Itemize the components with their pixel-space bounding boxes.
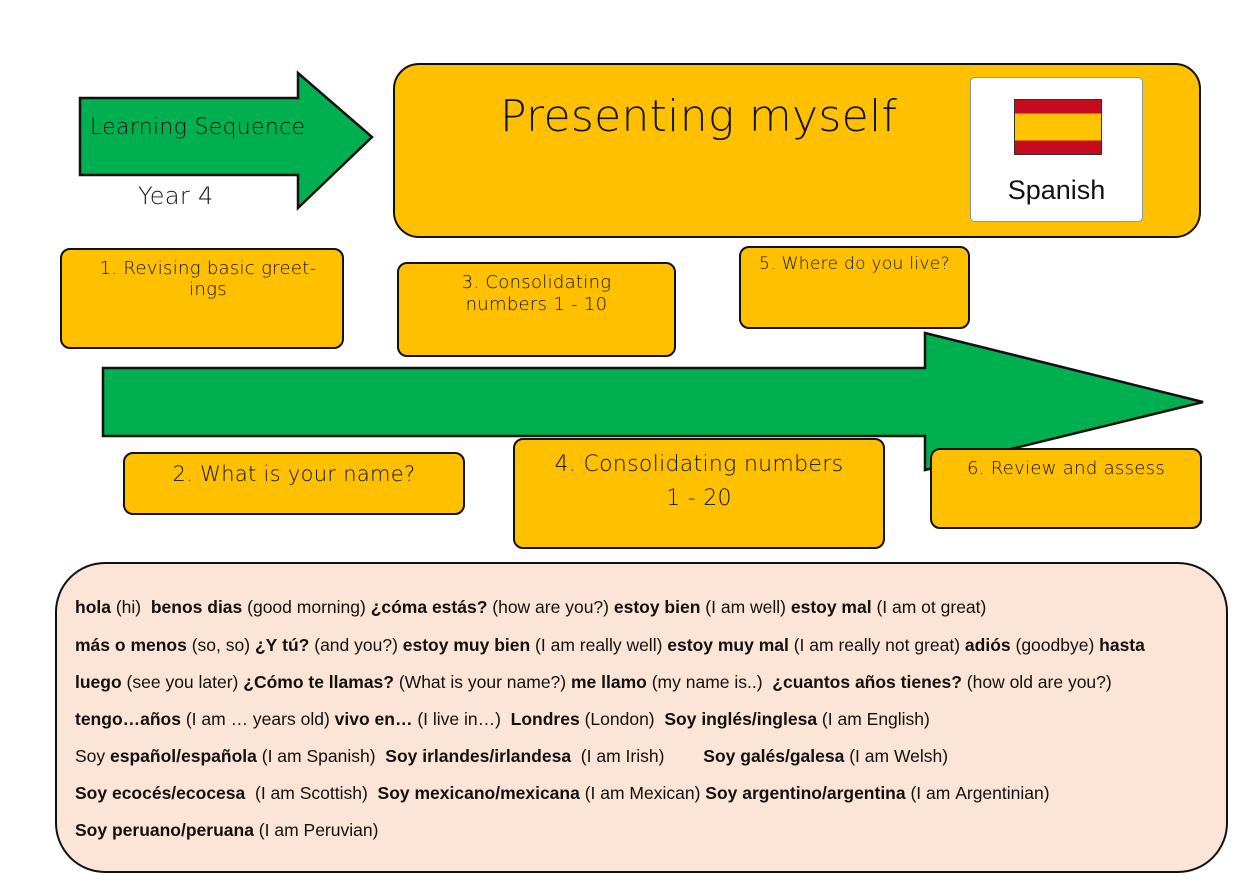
english-translation: (What is your name?) bbox=[393, 672, 571, 692]
english-translation: (I am Welsh) bbox=[844, 746, 949, 766]
vocab-line: Soy español/española (I am Spanish) Soy … bbox=[75, 746, 948, 767]
vocab-line: Soy ecocés/ecocesa (I am Scottish) Soy m… bbox=[75, 783, 1050, 804]
english-translation: (I am really not great) bbox=[788, 635, 965, 655]
arrow-title: Learning Sequence bbox=[90, 115, 306, 140]
spanish-phrase: español/española bbox=[110, 746, 257, 766]
spanish-phrase: Soy peruano/peruana bbox=[75, 820, 254, 840]
english-translation: (how old are you?) bbox=[961, 672, 1112, 692]
vocab-line: tengo…años (I am … years old) vivo en… (… bbox=[75, 709, 930, 730]
english-translation: (how are you?) bbox=[487, 597, 614, 617]
english-translation: (I am Mexican) bbox=[579, 783, 706, 803]
learning-sequence-arrow bbox=[78, 70, 374, 211]
step-5: 5. Where do you live? bbox=[739, 246, 970, 329]
step-4: 4. Consolidating numbers 1 - 20 bbox=[513, 438, 885, 549]
vocab-line: Soy peruano/peruana (I am Peruvian) bbox=[75, 820, 378, 841]
spanish-phrase: Soy inglés/inglesa bbox=[664, 709, 818, 729]
english-translation: (I am really well) bbox=[530, 635, 668, 655]
english-translation: (I am Argentinian) bbox=[905, 783, 1050, 803]
english-translation: (hi) bbox=[110, 597, 151, 617]
spanish-phrase: vivo en… bbox=[334, 709, 413, 729]
language-card: Spanish bbox=[970, 77, 1143, 222]
step-6: 6. Review and assess bbox=[930, 448, 1202, 529]
title-panel: Presenting myself Spanish bbox=[393, 63, 1201, 238]
spanish-phrase: me llamo bbox=[570, 672, 647, 692]
english-translation: (goodbye) bbox=[1010, 635, 1100, 655]
english-translation: (good morning) bbox=[242, 597, 371, 617]
step-2: 2. What is your name? bbox=[123, 452, 465, 515]
spanish-phrase: tengo…años bbox=[75, 709, 181, 729]
english-translation: (I live in…) bbox=[412, 709, 511, 729]
spanish-phrase: Soy irlandes/irlandesa bbox=[385, 746, 572, 766]
english-translation: (I am English) bbox=[817, 709, 930, 729]
spanish-phrase: Soy ecocés/ecocesa bbox=[75, 783, 246, 803]
spanish-phrase: ¿Y tú? bbox=[254, 635, 310, 655]
spanish-phrase: más o menos bbox=[75, 635, 187, 655]
english-translation: (I am ot great) bbox=[871, 597, 987, 617]
vocab-line: luego (see you later) ¿Cómo te llamas? (… bbox=[75, 672, 1112, 693]
step-3: 3. Consolidating numbers 1 - 10 bbox=[397, 262, 676, 357]
vocab-line: hola (hi) benos dias (good morning) ¿cóm… bbox=[75, 597, 986, 618]
language-label: Spanish bbox=[1007, 175, 1106, 205]
spanish-phrase: ¿cuantos años tienes? bbox=[772, 672, 962, 692]
spanish-phrase: Londres bbox=[510, 709, 580, 729]
english-translation: (I am Peruvian) bbox=[253, 820, 379, 840]
english-translation: (I am Spanish) bbox=[256, 746, 386, 766]
step-1: 1. Revising basic greet- ings bbox=[60, 248, 344, 349]
spanish-phrase: hasta bbox=[1099, 635, 1145, 655]
vocab-line: más o menos (so, so) ¿Y tú? (and you?) e… bbox=[75, 635, 1145, 656]
vocabulary-panel: hola (hi) benos dias (good morning) ¿cóm… bbox=[55, 562, 1228, 873]
english-translation: (my name is..) bbox=[646, 672, 773, 692]
spanish-phrase: luego bbox=[75, 672, 122, 692]
english-translation: (I am … years old) bbox=[180, 709, 335, 729]
spanish-phrase: Soy mexicano/mexicana bbox=[377, 783, 580, 803]
spanish-phrase: ¿Cómo te llamas? bbox=[243, 672, 394, 692]
spain-flag-icon bbox=[1014, 99, 1102, 155]
spanish-phrase: ¿cóma estás? bbox=[370, 597, 488, 617]
english-translation: (so, so) bbox=[186, 635, 255, 655]
english-translation: (London) bbox=[579, 709, 665, 729]
page-title: Presenting myself bbox=[500, 91, 898, 142]
spanish-phrase: benos dias bbox=[150, 597, 243, 617]
spanish-phrase: hola bbox=[75, 597, 111, 617]
english-translation: (I am Irish) bbox=[571, 746, 704, 766]
spanish-phrase: estoy bien bbox=[613, 597, 701, 617]
timeline-arrow bbox=[101, 331, 1204, 472]
spanish-phrase: estoy mal bbox=[790, 597, 872, 617]
english-translation: (I am well) bbox=[700, 597, 791, 617]
year-label: Year 4 bbox=[138, 182, 214, 210]
english-translation: (see you later) bbox=[121, 672, 244, 692]
spanish-phrase: adiós bbox=[964, 635, 1011, 655]
spanish-phrase: estoy muy mal bbox=[667, 635, 789, 655]
spanish-phrase: Soy argentino/argentina bbox=[705, 783, 906, 803]
english-translation: Soy bbox=[75, 746, 111, 766]
spanish-phrase: Soy galés/galesa bbox=[703, 746, 845, 766]
english-translation: (and you?) bbox=[309, 635, 403, 655]
english-translation: (I am Scottish) bbox=[245, 783, 378, 803]
spanish-phrase: estoy muy bien bbox=[402, 635, 531, 655]
